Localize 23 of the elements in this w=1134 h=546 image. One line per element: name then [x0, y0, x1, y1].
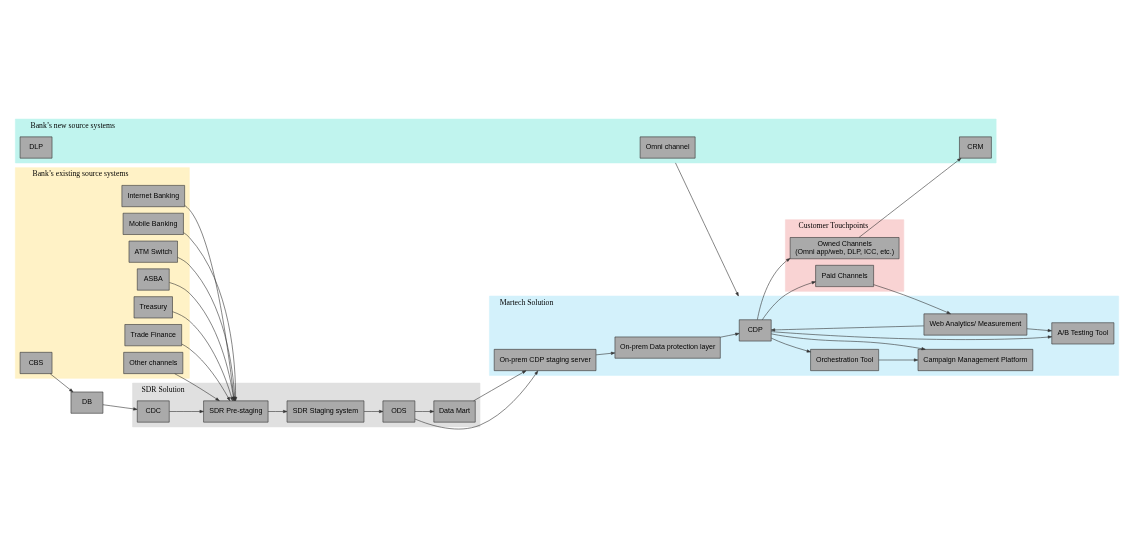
arrow [720, 332, 740, 338]
arrow [771, 337, 811, 353]
arrow [267, 409, 288, 414]
arrow [174, 373, 220, 402]
arrow [102, 404, 138, 411]
arrow [858, 157, 962, 238]
arrow [878, 358, 919, 362]
arrow [873, 284, 951, 315]
arrow [169, 409, 204, 414]
arrow [49, 373, 74, 393]
arrow [473, 370, 527, 402]
arrow [595, 351, 616, 356]
arrow [414, 409, 435, 414]
arrow [762, 281, 816, 320]
arrow [770, 333, 926, 351]
arrow [770, 325, 925, 332]
arrow [181, 343, 231, 401]
arrow [675, 162, 739, 297]
arrow [757, 258, 791, 320]
arrow [771, 331, 1052, 340]
arrow [1026, 328, 1052, 333]
arrow [363, 409, 384, 414]
arrow [414, 370, 539, 430]
